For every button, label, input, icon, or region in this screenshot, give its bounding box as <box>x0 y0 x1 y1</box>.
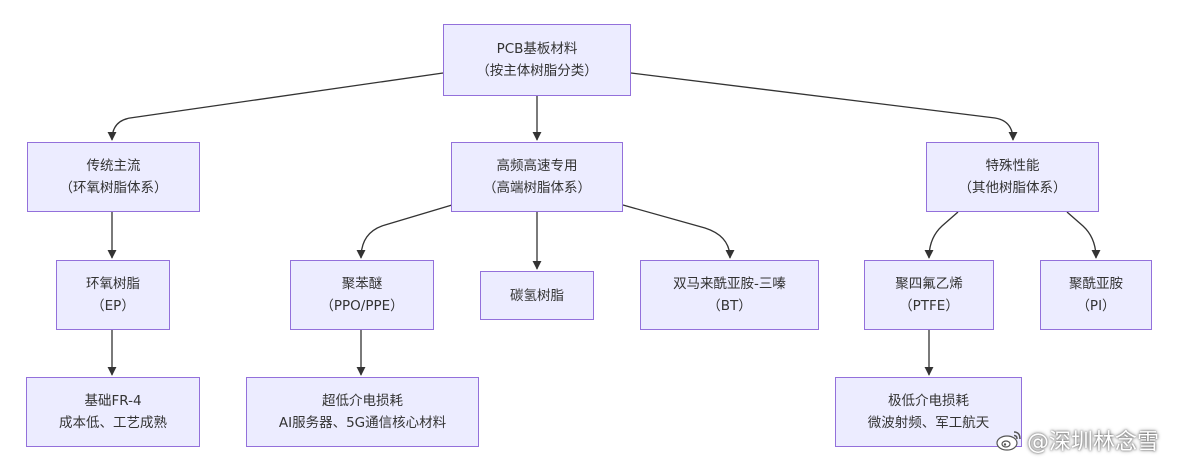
node-bt-subtitle: （BT） <box>707 298 752 314</box>
node-ppo: 聚苯醚 （PPO/PPE） <box>290 260 434 330</box>
node-extralow-subtitle: 微波射频、军工航天 <box>867 415 990 431</box>
node-highspeed: 高频高速专用 （高端树脂体系） <box>451 142 623 212</box>
node-fr4-subtitle: 成本低、工艺成熟 <box>59 415 167 431</box>
node-traditional: 传统主流 （环氧树脂体系） <box>27 142 200 212</box>
node-hydrocarbon: 碳氢树脂 <box>480 271 594 320</box>
node-pi-subtitle: （PI） <box>1076 298 1116 314</box>
node-fr4: 基础FR-4 成本低、工艺成熟 <box>26 377 200 447</box>
node-ultralow-subtitle: AI服务器、5G通信核心材料 <box>278 415 447 431</box>
node-ptfe: 聚四氟乙烯 （PTFE） <box>864 260 994 330</box>
node-traditional-title: 传统主流 <box>86 158 141 174</box>
edge-special-ptfe <box>924 211 959 259</box>
watermark-text: @深圳林念雪 <box>1027 430 1160 455</box>
node-ultralow: 超低介电损耗 AI服务器、5G通信核心材料 <box>246 377 479 447</box>
node-ppo-subtitle: （PPO/PPE） <box>320 298 404 314</box>
node-pi: 聚酰亚胺 （PI） <box>1040 260 1152 330</box>
edge-root-traditional <box>107 72 444 141</box>
node-epoxy-title: 环氧树脂 <box>86 276 140 292</box>
node-epoxy: 环氧树脂 （EP） <box>56 260 170 330</box>
node-highspeed-title: 高频高速专用 <box>496 158 578 174</box>
edge-root-special <box>630 72 1018 141</box>
node-special-subtitle: （其他树脂体系） <box>958 180 1067 196</box>
edge-highspeed-ppo <box>356 204 453 259</box>
node-epoxy-subtitle: （EP） <box>91 298 135 314</box>
node-ppo-title: 聚苯醚 <box>341 276 383 292</box>
node-pi-title: 聚酰亚胺 <box>1069 276 1123 292</box>
node-root-title: PCB基板材料 <box>496 41 578 57</box>
node-hydrocarbon-title: 碳氢树脂 <box>510 287 564 304</box>
node-ptfe-subtitle: （PTFE） <box>899 298 959 314</box>
node-ptfe-title: 聚四氟乙烯 <box>895 276 963 292</box>
node-special: 特殊性能 （其他树脂体系） <box>926 142 1099 212</box>
node-fr4-title: 基础FR-4 <box>84 393 142 409</box>
node-special-title: 特殊性能 <box>985 158 1040 174</box>
node-bt-title: 双马来酰亚胺-三嗪 <box>673 276 786 292</box>
node-extralow: 极低介电损耗 微波射频、军工航天 <box>835 377 1022 447</box>
node-root-subtitle: （按主体树脂分类） <box>476 63 598 79</box>
node-ultralow-title: 超低介电损耗 <box>322 393 403 409</box>
watermark: @深圳林念雪 <box>995 420 1159 460</box>
node-traditional-subtitle: （环氧树脂体系） <box>59 180 168 196</box>
weibo-logo-icon <box>996 431 1021 451</box>
edge-highspeed-bt <box>622 204 735 259</box>
node-bt: 双马来酰亚胺-三嗪 （BT） <box>640 260 819 330</box>
node-root: PCB基板材料 （按主体树脂分类） <box>443 24 631 96</box>
node-extralow-title: 极低介电损耗 <box>888 393 969 409</box>
node-highspeed-subtitle: （高端树脂体系） <box>483 180 591 196</box>
edge-special-pi <box>1066 211 1101 259</box>
